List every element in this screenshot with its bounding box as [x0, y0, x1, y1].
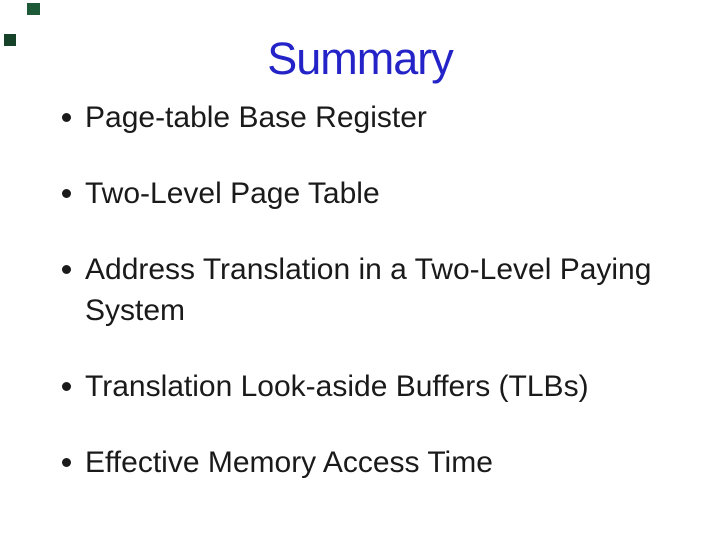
- bullet-text: Page-table Base Register: [85, 101, 427, 134]
- bullet-dot: [62, 382, 71, 391]
- bullet-text: Translation Look-aside Buffers (TLBs): [85, 370, 589, 403]
- corner-decoration-square-left: [4, 34, 16, 46]
- bullet-dot: [62, 458, 71, 467]
- bullet-item: Effective Memory Access Time: [62, 442, 700, 483]
- bullet-item: Page-table Base Register: [62, 97, 700, 138]
- bullet-text: Two-Level Page Table: [85, 177, 380, 210]
- bullet-text: Address Translation in a Two-Level Payin…: [85, 253, 652, 327]
- bullet-dot: [62, 113, 71, 122]
- bullet-dot: [62, 189, 71, 198]
- corner-decoration-square-top: [27, 3, 40, 15]
- bullet-text: Effective Memory Access Time: [85, 446, 493, 479]
- bullet-item: Two-Level Page Table: [62, 173, 700, 214]
- bullet-item: Address Translation in a Two-Level Payin…: [62, 249, 700, 331]
- bullet-dot: [62, 265, 71, 274]
- bullet-item: Translation Look-aside Buffers (TLBs): [62, 366, 700, 407]
- bullet-list: Page-table Base Register Two-Level Page …: [62, 97, 700, 518]
- slide-title: Summary: [267, 33, 454, 84]
